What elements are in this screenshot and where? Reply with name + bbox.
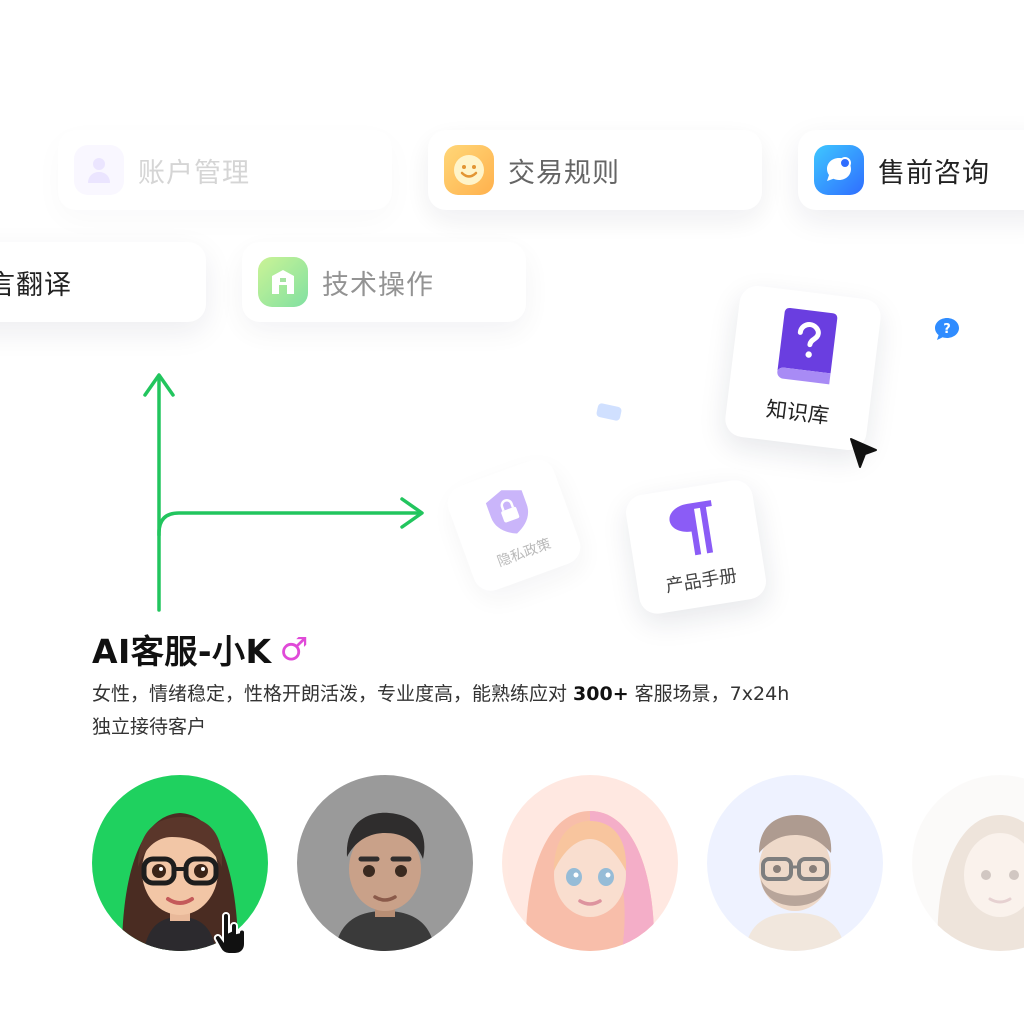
avatar-man-beard-glasses[interactable] [707, 775, 883, 951]
chat-icon [814, 145, 864, 195]
gender-icon: ♂ [279, 630, 309, 668]
agent-title-row: AI客服-小K ♂ [92, 625, 308, 673]
smile-icon [444, 145, 494, 195]
category-pill-trade-rules[interactable]: 交易规则 [428, 130, 762, 210]
avatar-woman-curly[interactable] [912, 775, 1024, 951]
shield-lock-icon [485, 490, 529, 534]
desc-highlight: 300+ [573, 683, 629, 705]
card-label: 知识库 [764, 396, 831, 429]
paragraph-icon [669, 500, 714, 556]
desc-text-2: 客服场景，7x24h 独立接待客户 [92, 683, 790, 738]
avatar-man-dark-hair[interactable] [297, 775, 473, 951]
category-label: 账户管理 [138, 157, 250, 189]
agent-description: 女性，情绪稳定，性格开朗活泼，专业度高，能熟练应对 300+ 客服场景，7x24… [92, 678, 792, 744]
tag-icon [596, 403, 622, 421]
category-pill-account[interactable]: 账户管理 [58, 130, 392, 210]
hand-cursor-icon [213, 912, 246, 955]
building-icon [258, 257, 308, 307]
user-icon [74, 145, 124, 195]
axis-arrows [143, 373, 424, 612]
knowledge-base-card[interactable]: 知识库 [723, 283, 883, 453]
category-pill-translate[interactable]: 语言翻译 [0, 242, 206, 322]
category-pill-presales[interactable]: 售前咨询 [798, 130, 1024, 210]
category-pill-tech-ops[interactable]: 技术操作 [242, 242, 526, 322]
question-book-icon [777, 307, 838, 385]
avatar-woman-pink-hair[interactable] [502, 775, 678, 951]
desc-text-1: 女性，情绪稳定，性格开朗活泼，专业度高，能熟练应对 [92, 683, 574, 705]
category-label: 售前咨询 [878, 157, 990, 189]
avatar-woman-glasses[interactable] [92, 775, 268, 951]
card-label: 产品手册 [664, 565, 739, 598]
category-label: 语言翻译 [0, 269, 72, 301]
question-bubble-icon: ? [935, 318, 959, 340]
pointer-cursor-icon [850, 438, 877, 468]
privacy-policy-card[interactable]: 隐私政策 [442, 454, 586, 596]
category-label: 技术操作 [322, 269, 434, 301]
agent-name: AI客服-小K [92, 632, 272, 671]
product-manual-card[interactable]: 产品手册 [623, 477, 769, 617]
svg-text:?: ? [943, 322, 951, 337]
category-label: 交易规则 [508, 157, 620, 189]
